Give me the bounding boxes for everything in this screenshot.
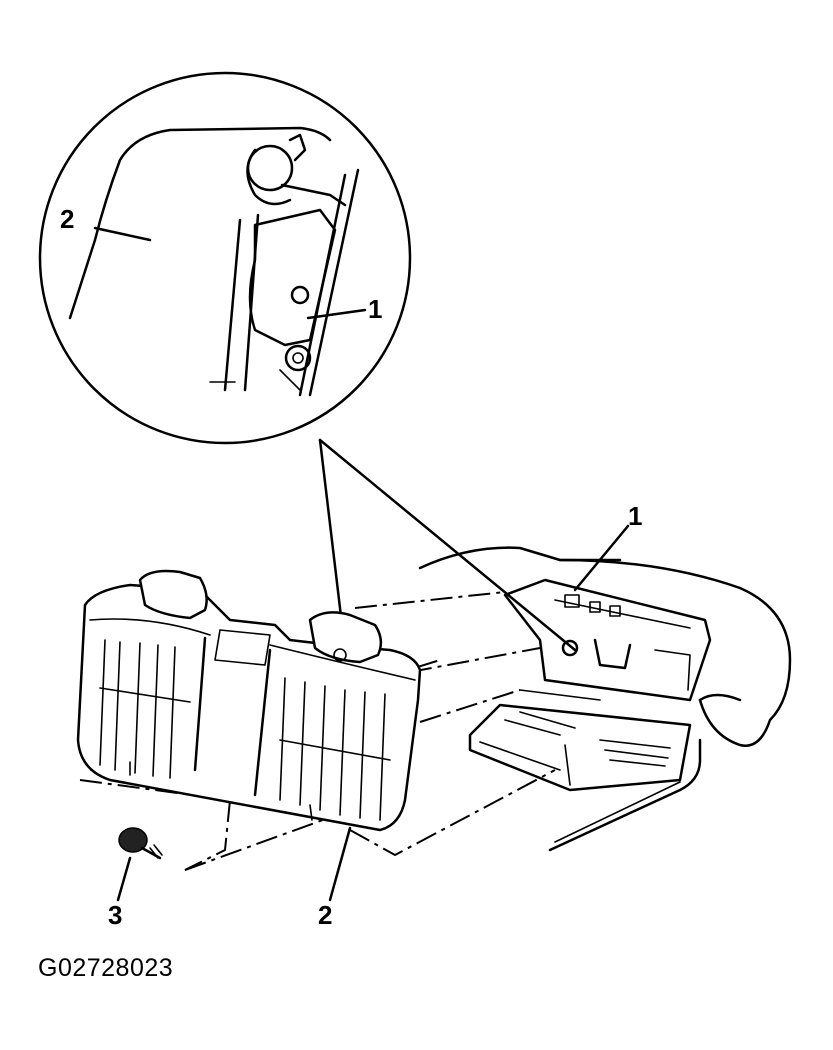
vehicle-rear-body xyxy=(418,546,792,852)
figure-id: G02728023 xyxy=(38,954,174,982)
callout-leaders xyxy=(116,524,630,902)
detail-magnified-view xyxy=(38,71,412,445)
detail-callout-1: 1 xyxy=(368,294,383,324)
bolt xyxy=(118,827,163,860)
main-callout-2: 2 xyxy=(318,900,333,930)
rear-seat-back xyxy=(76,569,422,832)
main-callout-1: 1 xyxy=(628,501,643,531)
main-callout-3: 3 xyxy=(108,900,123,930)
detail-callout-2: 2 xyxy=(60,204,75,234)
